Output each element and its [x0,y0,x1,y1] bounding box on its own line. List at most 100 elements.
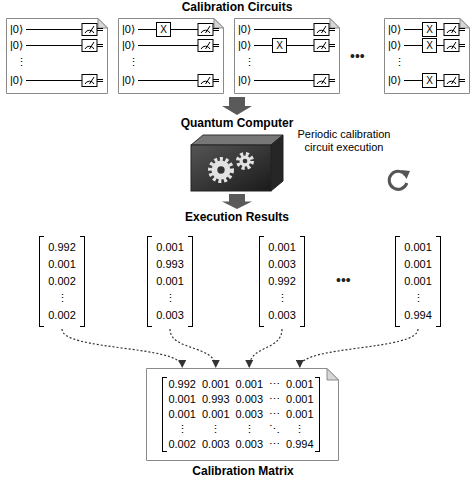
dotted-connector [170,329,216,367]
bracket-right [300,236,305,327]
matrix-heading: Calibration Matrix [146,464,339,479]
classical-wire [213,81,219,82]
qubit-label: |0⟩ [388,38,401,53]
annotation: Periodic calibration circuit execution [282,128,406,154]
ellipsis-dots: ••• [336,272,351,288]
group-region: Calibration Circuits|0⟩|0⟩⋮|0⟩|0⟩X|0⟩⋮|0… [0,0,474,96]
vector-entry: 0.992 [48,239,76,256]
matrix-entry: 0.992 [168,377,196,392]
qubit-wire [254,29,314,30]
measure-box [444,40,459,52]
card-sheet [147,369,339,461]
measure-box [198,40,213,52]
measure-box [314,75,329,87]
x-gate: X [272,38,287,53]
matrix-entry: 0.003 [236,392,264,407]
qubit-wire [26,80,82,81]
circuit-card: |0⟩|0⟩⋮|0⟩ [6,18,108,94]
flow-arrow [222,194,252,209]
x-gate: X [422,38,437,53]
measure-needle [322,26,327,33]
qubit-wire [138,80,198,81]
classical-wire [459,44,465,45]
gear-body [212,161,231,180]
measure-needle [452,77,457,84]
card-fold [214,19,224,29]
gear-hole [217,166,224,173]
box-top [191,135,283,145]
classical-wire [97,81,103,82]
classical-wire [329,28,335,29]
circuit-card: |0⟩|0⟩X⋮|0⟩ [234,18,340,94]
qubit-label: |0⟩ [388,73,401,88]
measure-needle [452,26,457,33]
bracket-right [188,236,193,327]
ellipsis-dots: ••• [350,48,365,64]
measure-box [444,24,459,36]
bracket-right [436,236,441,327]
classical-wire [329,81,335,82]
vector-entry: 0.001 [156,239,184,256]
vector-entry: 0.002 [48,273,76,290]
bracket-right [80,236,85,327]
gear-teeth [210,159,232,181]
classical-wire [459,79,465,80]
result-vector: 0.0010.0010.001⋮0.994 [395,236,441,327]
dotted-connector [62,329,182,367]
classical-wire [459,28,465,29]
measure-box [82,40,97,52]
cycle-arrowhead [401,170,410,179]
matrix-entry: ⋮ [286,422,314,437]
card-sheet [119,19,224,94]
matrix-entry: 0.001 [286,377,314,392]
qubit-label: |0⟩ [238,22,251,37]
group-heading: Calibration Circuits [0,0,474,15]
vector-entry: 0.001 [48,256,76,273]
classical-wire [97,30,103,31]
matrix-grid: 0.9920.0010.001⋯0.0010.0010.9930.003⋯0.0… [162,377,319,452]
vector-entry: ⋮ [404,290,432,307]
qubit-label: |0⟩ [122,73,135,88]
box-front [191,145,271,191]
vector-entry: 0.992 [268,273,296,290]
vector-entry: 0.993 [156,256,184,273]
vector-entry: 0.003 [156,307,184,324]
measure-needle [322,77,327,84]
matrix-entry: 0.001 [168,407,196,422]
matrix-entry: 0.994 [286,437,314,452]
classical-wire [329,44,335,45]
bracket-left [39,236,44,327]
qubit-wire [254,80,314,81]
qubit-wire [138,45,198,46]
matrix-entry: 0.001 [286,392,314,407]
classical-wire [329,30,335,31]
vector-entry: 0.994 [404,307,432,324]
qubit-label: |0⟩ [122,38,135,53]
result-vector: 0.0010.0030.992⋮0.003 [259,236,305,327]
qubit-label: |0⟩ [238,73,251,88]
computer-box [189,133,285,193]
measure-needle [206,26,211,33]
flow-arrow [222,97,252,115]
matrix-entry: 0.001 [286,407,314,422]
cycle-arrow-icon [389,170,410,189]
card-fold [460,19,470,29]
measure-needle [90,42,95,49]
gear-teeth [238,154,252,168]
calibration-matrix: 0.9920.0010.001⋯0.0010.0010.9930.003⋯0.0… [146,368,339,479]
matrix-entry: 0.002 [168,437,196,452]
matrix-entry: ⋮ [236,422,264,437]
qubit-label: |0⟩ [238,38,251,53]
card-sheet [7,19,108,94]
qubit-label: |0⟩ [10,22,23,37]
dotted-connector [300,329,418,367]
measure-needle [206,77,211,84]
vector-entry: 0.003 [268,256,296,273]
classical-wire [329,79,335,80]
ellipsis: ⋮ [244,55,255,70]
result-vector: 0.9920.0010.002⋮0.002 [39,236,85,327]
qubit-label: |0⟩ [10,73,23,88]
classical-wire [97,28,103,29]
classical-wire [97,46,103,47]
x-gate: X [422,73,437,88]
